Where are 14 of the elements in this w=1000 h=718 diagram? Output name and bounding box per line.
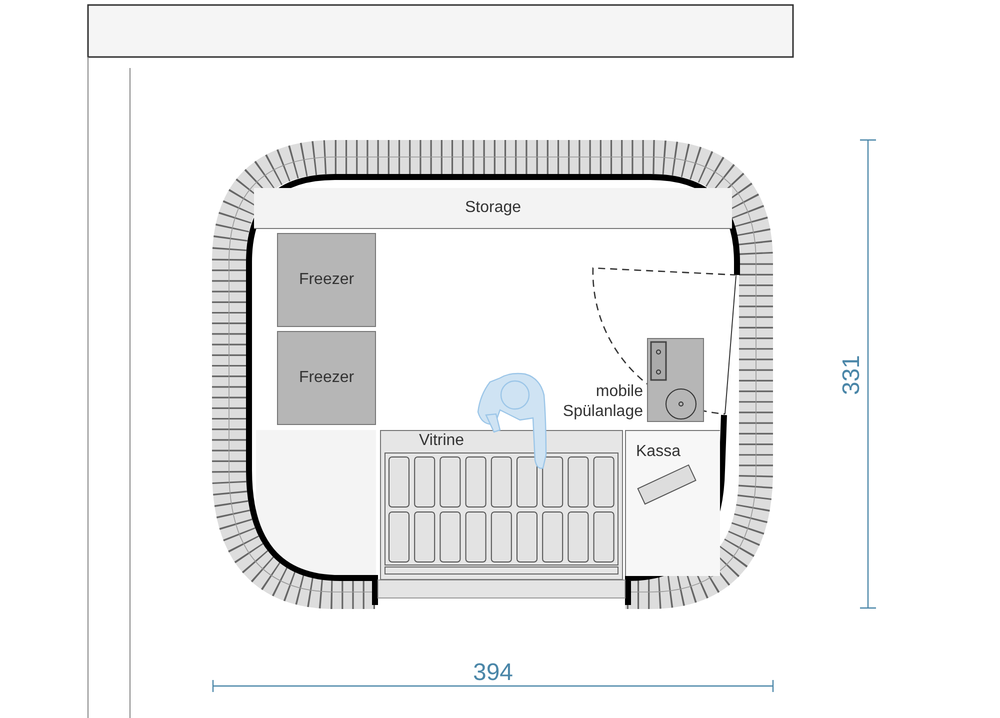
storage-area <box>254 188 732 229</box>
area-label: Vitrine <box>419 432 464 450</box>
dimension-label: 394 <box>472 659 514 687</box>
area-label: Storage <box>464 198 522 216</box>
area-label: Kassa <box>636 443 680 461</box>
area-label: Freezer <box>298 369 356 387</box>
equipment-label: mobile Spülanlage <box>562 382 643 422</box>
area-label: Freezer <box>298 271 356 289</box>
dishwasher-box <box>647 338 704 422</box>
dimension-label: 331 <box>838 354 866 398</box>
checkout-area <box>625 430 720 576</box>
display-counter <box>380 430 623 580</box>
freezer-box <box>277 331 376 425</box>
freezer-box <box>277 233 376 327</box>
